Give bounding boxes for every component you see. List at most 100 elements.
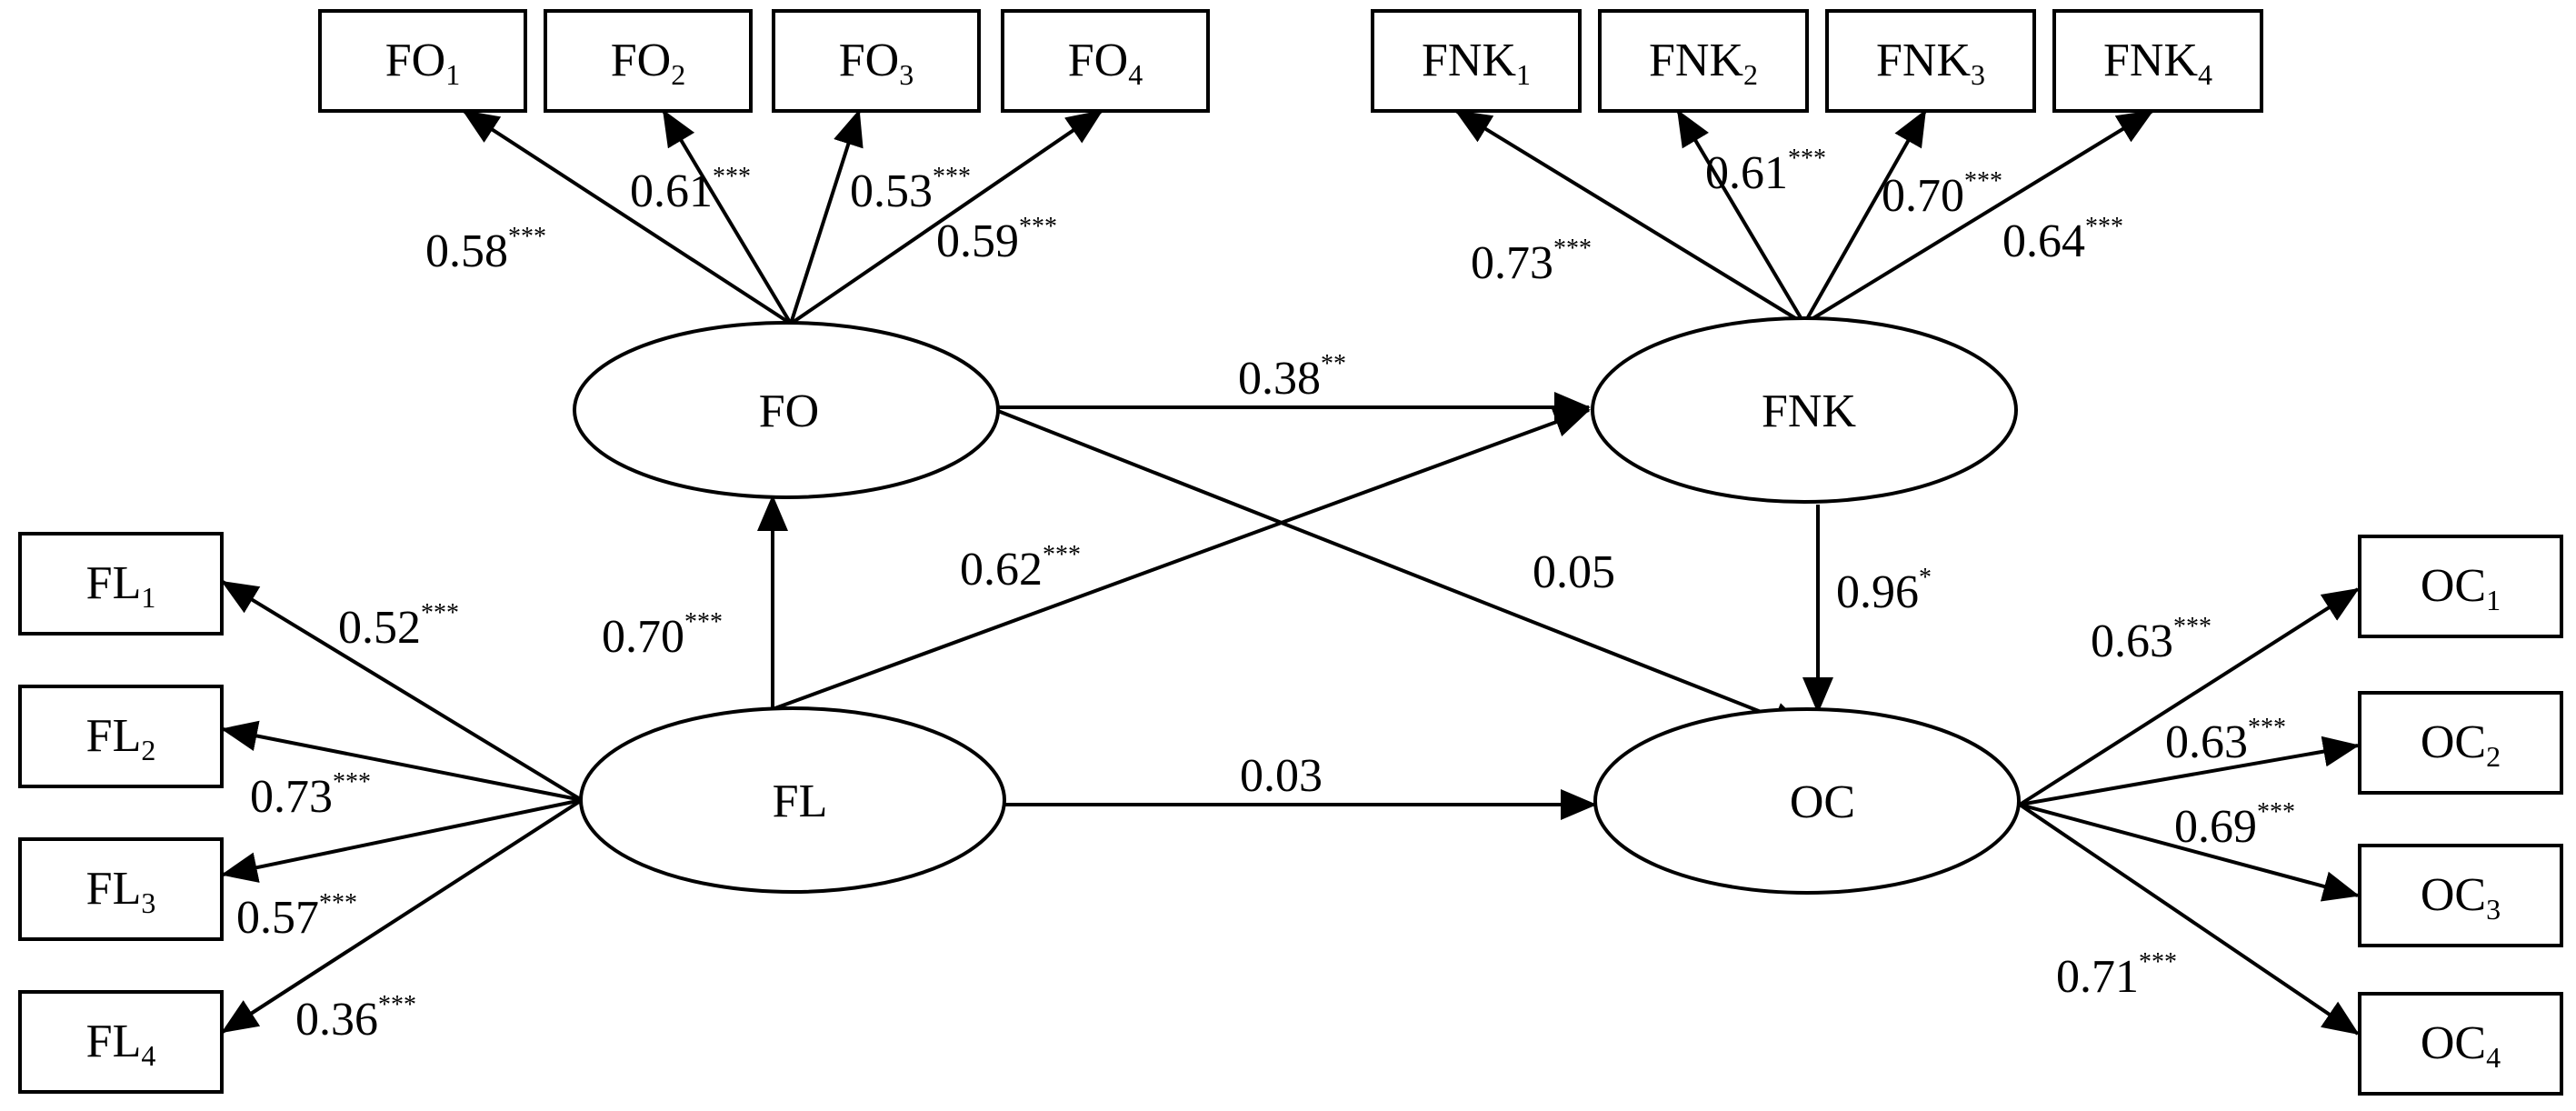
coef-sig: *** [1964, 167, 2002, 195]
edge-fo-fo1 [462, 109, 793, 325]
edge-fl-fl4 [221, 798, 584, 1034]
indicator-base: FL [86, 1016, 142, 1067]
svg-text:OC1: OC1 [2421, 560, 2501, 616]
loading-oc4: 0.71*** [2056, 948, 2177, 1003]
coef-sig: *** [319, 889, 357, 917]
indicator-subscript: 3 [2486, 893, 2501, 926]
indicator-base: FO [385, 35, 445, 86]
coef-sig: *** [2248, 714, 2286, 742]
coef-value: 0.38 [1238, 353, 1321, 405]
coef-value: 0.71 [2056, 951, 2139, 1003]
indicator-fl3: FL3 [18, 837, 224, 941]
loading-fnk1: 0.73*** [1471, 235, 1592, 289]
coef-sig: ** [1321, 350, 1346, 378]
indicator-fl4: FL4 [18, 990, 224, 1094]
path-fo-fnk: 0.38** [1238, 350, 1346, 405]
svg-text:FNK4: FNK4 [2103, 35, 2212, 91]
edge-oc-oc4 [2018, 803, 2360, 1036]
indicator-oc2: OC2 [2358, 691, 2563, 795]
loading-oc1: 0.63*** [2091, 613, 2212, 667]
path-fl-fo: 0.70*** [602, 608, 723, 663]
latent-fl: FL [579, 706, 1006, 894]
indicator-subscript: 2 [2486, 740, 2501, 773]
path-fl-fnk: 0.62*** [960, 541, 1081, 596]
coef-value: 0.73 [1471, 237, 1553, 289]
indicator-base: FO [839, 35, 899, 86]
svg-text:FL2: FL2 [86, 710, 156, 766]
coef-sig: *** [2085, 213, 2123, 241]
coef-value: 0.70 [1882, 170, 1964, 222]
coef-value: 0.64 [2002, 215, 2085, 267]
indicator-oc4: OC4 [2358, 992, 2563, 1096]
indicator-base: FO [611, 35, 671, 86]
latent-fnk-label: FNK [1762, 385, 1856, 437]
edge-oc-oc2 [2019, 736, 2360, 806]
latent-oc: OC [1593, 707, 2021, 895]
indicator-fnk4: FNK4 [2052, 9, 2263, 113]
indicator-oc1: OC1 [2358, 535, 2563, 638]
edge-fl-fl1 [221, 580, 584, 802]
indicator-base: FL [86, 710, 142, 762]
coef-value: 0.69 [2174, 801, 2257, 853]
indicator-base: FL [86, 863, 142, 915]
svg-text:FO2: FO2 [611, 35, 685, 91]
indicator-base: FNK [1876, 35, 1971, 86]
indicator-base: OC [2421, 560, 2486, 612]
loading-fnk4: 0.64*** [2002, 213, 2123, 267]
path-fl-oc: 0.03 [1240, 750, 1323, 802]
indicator-fo4: FO4 [1001, 9, 1210, 113]
svg-text:FL3: FL3 [86, 863, 156, 919]
edge-fo-oc [997, 409, 1809, 732]
indicator-base: OC [2421, 716, 2486, 768]
svg-text:FNK3: FNK3 [1876, 35, 1985, 91]
indicator-subscript: 1 [141, 581, 155, 614]
latent-fl-label: FL [773, 776, 828, 827]
indicator-fnk2: FNK2 [1598, 9, 1809, 113]
loading-fl3: 0.57*** [236, 889, 357, 944]
loading-fnk2: 0.61*** [1705, 145, 1826, 199]
svg-text:FL1: FL1 [86, 557, 156, 614]
coef-sig: *** [508, 223, 546, 251]
loading-fo1: 0.58*** [425, 223, 546, 277]
coef-value: 0.61 [1705, 147, 1788, 199]
coef-sig: *** [1553, 235, 1592, 263]
indicator-subscript: 3 [899, 58, 914, 91]
indicator-base: FNK [1422, 35, 1516, 86]
edge-fnk-fnk1 [1454, 109, 1806, 325]
indicator-subscript: 1 [1516, 58, 1531, 91]
indicator-subscript: 4 [2486, 1041, 2501, 1074]
indicator-fnk1: FNK1 [1371, 9, 1582, 113]
indicator-fo2: FO2 [544, 9, 753, 113]
coef-sig: *** [933, 163, 971, 191]
coef-sig: *** [378, 991, 416, 1019]
coef-sig: *** [1043, 541, 1081, 569]
svg-text:FO3: FO3 [839, 35, 914, 91]
coef-value: 0.53 [850, 165, 933, 217]
indicator-subscript: 3 [1971, 58, 1985, 91]
edge-oc-oc3 [2019, 803, 2360, 902]
latent-fo-label: FO [759, 385, 819, 437]
loading-fo2: 0.61*** [630, 163, 751, 217]
svg-text:FL4: FL4 [86, 1016, 156, 1072]
edge-fo-fo4 [789, 109, 1103, 325]
svg-text:OC2: OC2 [2421, 716, 2501, 773]
coef-value: 0.63 [2091, 616, 2173, 667]
coef-sig: *** [2173, 613, 2212, 641]
svg-text:OC4: OC4 [2421, 1017, 2501, 1074]
indicator-fo3: FO3 [772, 9, 981, 113]
indicator-oc3: OC3 [2358, 844, 2563, 947]
indicator-base: OC [2421, 869, 2486, 921]
loading-fl4: 0.36*** [295, 991, 416, 1046]
indicator-subscript: 2 [141, 734, 155, 766]
edge-fo-fo3 [789, 109, 864, 325]
coef-value: 0.52 [338, 602, 421, 654]
loading-oc2: 0.63*** [2165, 714, 2286, 768]
indicator-subscript: 2 [1743, 58, 1758, 91]
coef-sig: *** [421, 599, 459, 627]
coef-value: 0.70 [602, 611, 684, 663]
coef-sig: *** [684, 608, 723, 636]
latent-fo: FO [573, 321, 1000, 499]
coef-sig: *** [1019, 213, 1057, 241]
indicator-base: FO [1068, 35, 1128, 86]
path-fo-oc: 0.05 [1533, 546, 1615, 598]
